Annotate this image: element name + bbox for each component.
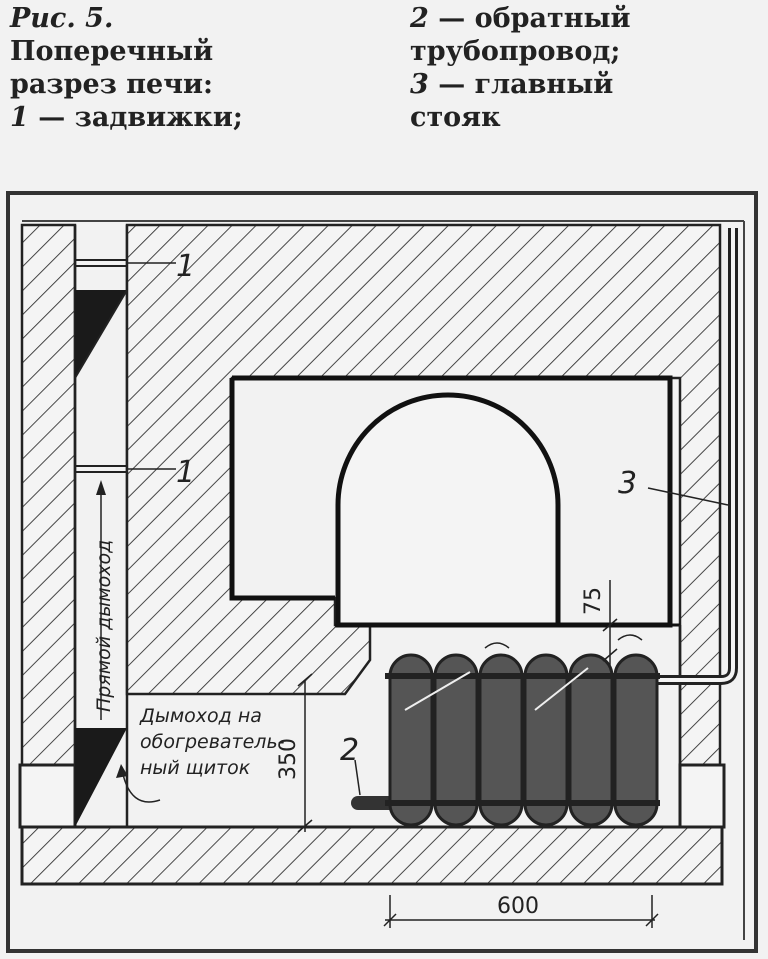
- leader-2: [354, 759, 361, 796]
- radiator-top-arc-1: [484, 642, 510, 649]
- radiator-section-6: [613, 653, 659, 827]
- figure-title-line2: разрез печи:: [10, 69, 213, 100]
- legend-item-1-number: 1: [10, 102, 29, 133]
- figure-number: Рис. 5.: [10, 3, 114, 34]
- outer-frame: [6, 191, 758, 953]
- legend-item-2-text: — обратный: [428, 3, 631, 34]
- radiator-flow-arrow-2: [534, 667, 589, 711]
- radiator-section-4: [523, 653, 569, 827]
- label-3: 3: [618, 466, 637, 501]
- main-riser-pipe-inner: [650, 228, 735, 682]
- dim-600-label: 600: [497, 894, 539, 919]
- radiator-top-arc-2: [617, 634, 643, 641]
- legend-item-3: 3 — главный: [410, 68, 631, 101]
- caption-right: 2 — обратный трубопровод; 3 — главный ст…: [410, 2, 631, 134]
- label-1-upper: 1: [176, 249, 195, 284]
- dim-600-tick-left: [383, 913, 397, 927]
- firebox-arch: [335, 392, 561, 628]
- legend-item-1: 1 — задвижки;: [10, 101, 243, 134]
- dim-600-tick-right: [645, 913, 659, 927]
- legend-item-2-cont: трубопровод;: [410, 36, 621, 67]
- dim-350-label: 350: [276, 738, 301, 780]
- left-wall: [20, 223, 77, 767]
- label-straight-flue: Прямой дымоход: [93, 540, 115, 712]
- legend-item-2-number: 2: [410, 3, 429, 34]
- legend-item-3-number: 3: [410, 69, 429, 100]
- flue-arrow-head: [96, 480, 106, 495]
- radiator-section-5: [568, 653, 614, 827]
- legend-item-2: 2 — обратный: [410, 2, 631, 35]
- flue-wedge-upper-edge: [74, 289, 128, 379]
- flue-wedge-lower: [75, 728, 127, 827]
- legend-item-1-text: — задвижки;: [28, 102, 243, 133]
- left-base-block: [18, 763, 77, 829]
- label-2: 2: [340, 733, 359, 768]
- radiator: [385, 634, 660, 827]
- right-base-block: [678, 763, 726, 829]
- dim-75-tick-top: [602, 618, 618, 632]
- caption-left: Рис. 5. Поперечный разрез печи: 1 — задв…: [10, 2, 243, 134]
- heater-flue-arrow: [121, 769, 161, 803]
- legend-item-3-text: — главный: [428, 69, 614, 100]
- label-heater-flue-line1: Дымоход на: [139, 705, 262, 727]
- legend-item-3-cont: стояк: [410, 102, 501, 133]
- radiator-section-3: [478, 653, 524, 827]
- radiator-flow-arrow-1: [404, 671, 471, 711]
- leader-3: [647, 487, 729, 506]
- label-heater-flue-line3: ный щиток: [140, 757, 251, 779]
- dim-350-tick-bottom: [297, 819, 313, 833]
- dim-350-tick-top: [297, 673, 313, 687]
- heater-flue-arrow-head: [116, 764, 128, 778]
- dim-75-tick-bottom: [602, 648, 618, 662]
- figure-title-line1: Поперечный: [10, 36, 214, 67]
- label-heater-flue-line2: обогреватель-: [140, 731, 285, 753]
- radiator-section-2: [433, 653, 479, 827]
- label-1-lower: 1: [176, 455, 195, 490]
- dim-75-label: 75: [581, 587, 606, 615]
- radiator-section-1: [388, 653, 434, 827]
- base-slab: [20, 825, 724, 886]
